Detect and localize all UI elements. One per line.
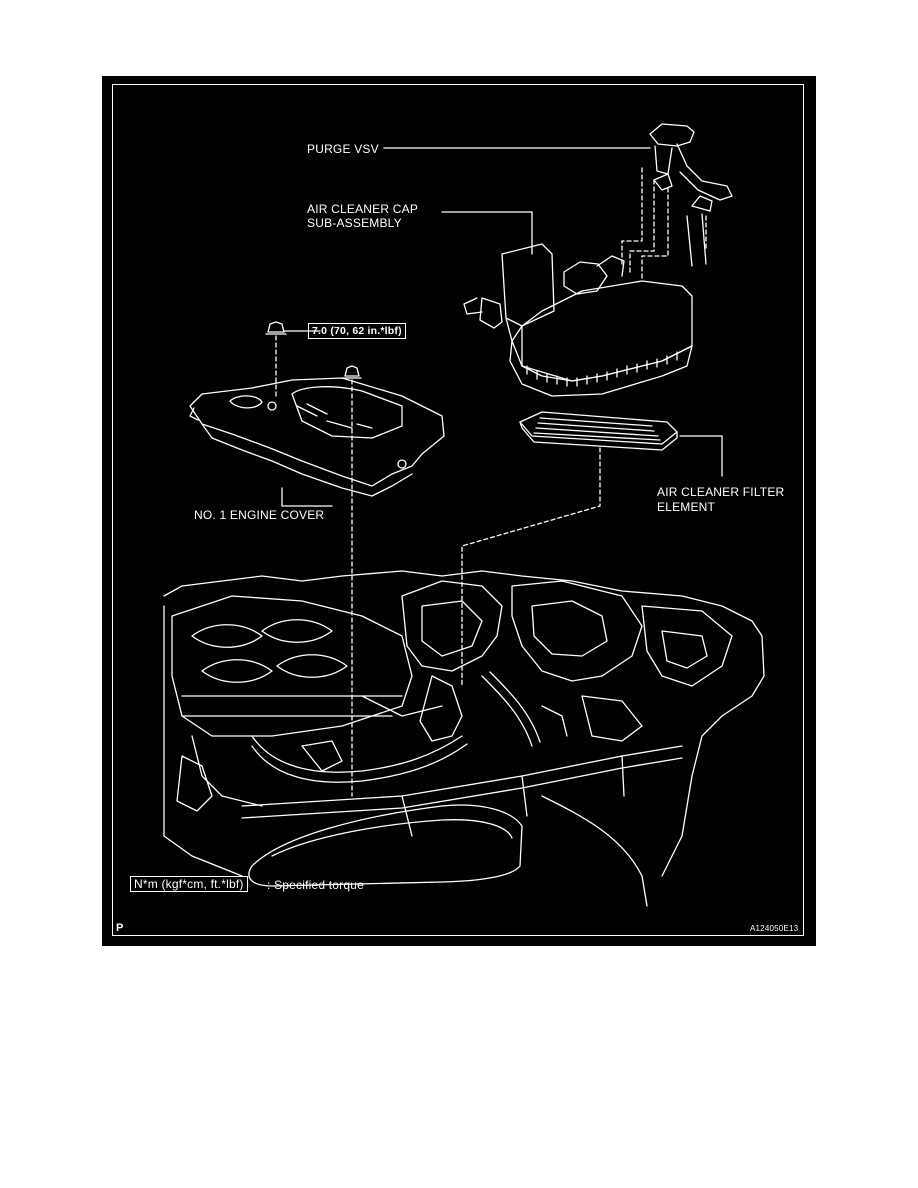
air-cleaner-cap-label-line1: AIR CLEANER CAP <box>307 202 419 216</box>
filter-leader <box>679 435 723 477</box>
purge-vsv-part <box>649 123 733 267</box>
vsv-hose-dashes <box>621 167 707 282</box>
engine-cover-label: NO. 1 ENGINE COVER <box>194 508 325 522</box>
corner-letter: P <box>116 922 124 934</box>
air-cleaner-filter-label-line1: AIR CLEANER FILTER <box>657 485 785 499</box>
engine-cover-bolt-right <box>342 365 362 379</box>
engine-parts-illustration <box>163 123 765 907</box>
air-cleaner-filter-part <box>519 411 678 451</box>
diagram-frame: PURGE VSV AIR CLEANER CAP SUB-ASSEMBLY 7… <box>102 76 816 946</box>
legend-unit-box: N*m (kgf*cm, ft.*lbf) <box>130 876 248 892</box>
figure-code: A124050E13 <box>750 924 799 933</box>
engine-bay-illustration <box>163 570 765 907</box>
engine-cover-bolt-left <box>265 321 287 335</box>
engine-cover-leader <box>281 487 333 507</box>
torque-spec-box: 7.0 (70, 62 in.*lbf) <box>308 323 406 339</box>
legend-text: : Specified torque <box>267 878 364 892</box>
diagram-border <box>112 84 804 936</box>
purge-vsv-label: PURGE VSV <box>307 142 379 156</box>
air-cleaner-cap-label-line2: SUB-ASSEMBLY <box>307 216 402 230</box>
air-cleaner-cap-part <box>463 243 693 397</box>
air-cleaner-cap-leader <box>441 211 533 255</box>
air-cleaner-filter-label-line2: ELEMENT <box>657 500 716 514</box>
filter-install-dash <box>461 447 601 687</box>
engine-cover-part <box>189 377 445 497</box>
